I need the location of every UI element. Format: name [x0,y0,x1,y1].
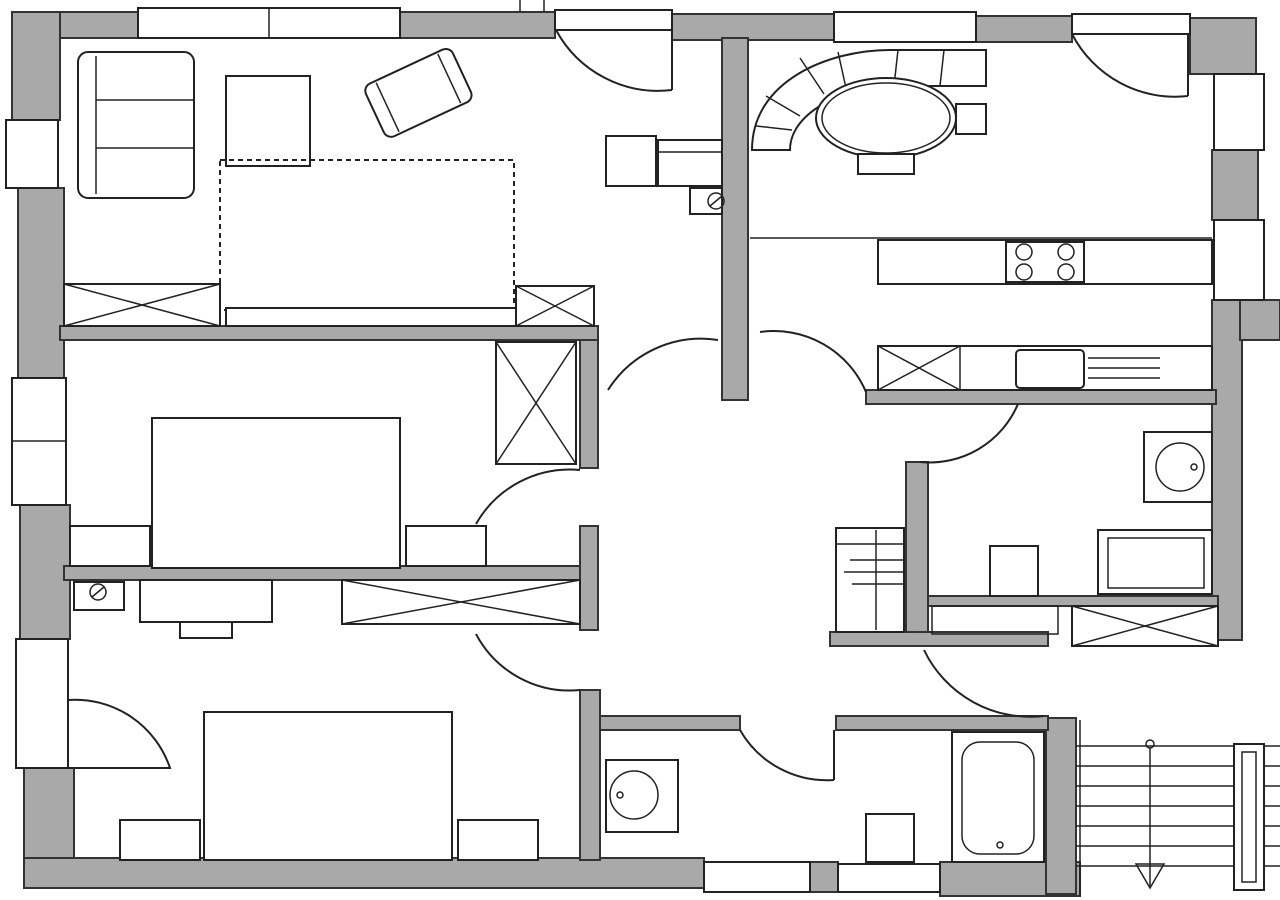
nightstand-lower-left [119,819,201,861]
wall-right-2 [1211,299,1243,641]
door-stair [923,649,1045,718]
chair-bottom [857,153,915,175]
door-kitchen-hall [759,330,867,393]
window-top-2 [554,9,673,31]
wall-left-3 [19,504,71,640]
walls [11,11,1280,897]
wall-wc-bottom [829,631,1049,647]
nightstand-right [405,525,487,567]
armchair [364,47,473,138]
cooktop [1005,241,1085,283]
stairwell [1076,720,1280,896]
wall-left-1 [11,11,61,121]
guest-wc [931,431,1219,647]
wall-top-mid [399,11,556,39]
wall-right-notch [1239,299,1280,341]
cabinet-left [63,283,221,327]
sofa [77,51,195,199]
chair-right [955,103,987,135]
door-bedroom-2 [475,633,581,692]
chimney-icon-lower [89,583,107,601]
cupboard-wc [1071,605,1219,647]
desk-chair [179,621,233,639]
nightstand-lower-right [457,819,539,861]
dining-kitchen [750,49,1213,391]
wall-bedroom-right-2 [579,525,599,631]
nightstand-left [69,525,151,567]
washbasin-icon-bath [609,770,659,820]
bathtub [951,731,1045,863]
windows [5,0,1265,893]
toilet-wc [989,545,1039,597]
stair-arrow-icon [1134,739,1166,890]
door-bedroom-1 [475,468,581,525]
door-living-hall [607,337,719,391]
bedroom-lower [73,579,581,861]
bed-lower [203,711,453,861]
toilet-bath [865,813,915,863]
wall-wc-inner [927,595,1219,607]
tv-console [225,307,517,327]
wardrobe-lower [341,579,581,625]
wall-wc-left [905,461,929,643]
chimney [689,187,723,215]
stair-rail [1233,743,1265,891]
bedroom-middle [69,341,577,569]
round-table [815,77,957,159]
rug [219,159,515,311]
cooktop-icon [1015,243,1033,261]
window-right-1 [1213,73,1265,151]
side-table [605,135,657,187]
cabinet-right [515,285,595,327]
wall-partition-vertical [721,37,749,401]
bathroom [605,731,1045,863]
doors [67,29,1189,782]
wall-corner-ne [1189,17,1257,75]
wall-top-center [671,13,835,41]
stove-unit [657,139,723,187]
chimney-icon [707,192,725,210]
wall-top-right [975,15,1073,43]
wardrobe-middle [495,341,577,465]
coffee-table [225,75,311,167]
door-bedroom-balcony [67,698,172,769]
wall-kitchen-bottom [865,389,1217,405]
living-room [63,47,725,327]
window-left-1 [5,119,59,189]
wall-right-1 [1211,149,1259,221]
door-kitchen-top [1071,33,1189,98]
door-living-top [555,29,673,92]
chimney-lower [73,581,125,611]
desk [139,579,273,623]
window-bottom-2 [837,863,941,893]
bed-middle [151,417,401,569]
wall-bedroom-right [579,339,599,469]
wall-stair [1045,717,1077,895]
wall-bath-left [579,689,601,861]
wall-left-2 [17,187,65,379]
coat-rack [835,527,905,633]
window-left-3 [15,638,69,769]
kitchen-sink [1015,349,1085,389]
wall-bottom-mid [809,861,839,893]
door-bath [739,729,835,782]
hall [835,527,905,633]
wall-bath-top-right [835,715,1049,731]
window-right-2 [1213,219,1265,301]
wall-living-bedroom [59,325,599,341]
wall-bath-top-left [599,715,741,731]
window-top-3 [833,11,977,43]
shower [1097,529,1213,595]
window-bottom-1 [703,861,811,893]
wall-bottom-left [23,857,705,889]
washbasin-icon [1155,442,1205,492]
door-wc [919,403,1019,464]
window-top-4 [1071,13,1191,35]
